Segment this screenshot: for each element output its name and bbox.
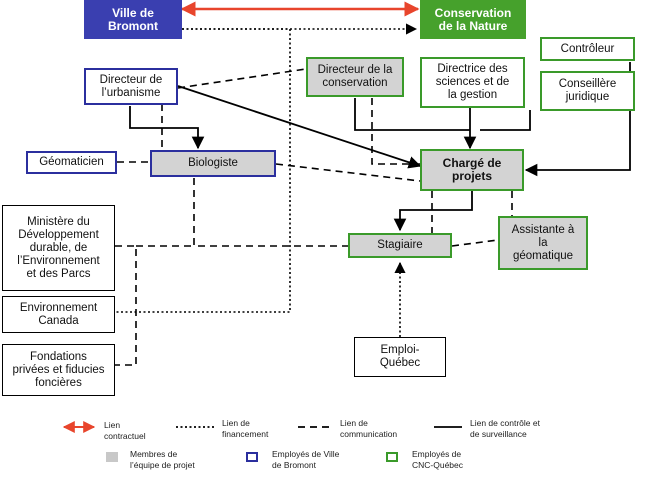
legend-swatch-ville <box>246 452 258 462</box>
node-ville-bromont: Ville de Bromont <box>84 0 182 39</box>
node-assistante-geomatique: Assistante à la géomatique <box>498 216 588 270</box>
node-conservation-nature: Conservation de la Nature <box>420 0 526 39</box>
node-directeur-urbanisme: Directeur de l’urbanisme <box>84 68 178 105</box>
node-conseillere-juridique: Conseillère juridique <box>540 71 635 111</box>
node-directrice-sciences: Directrice des sciences et de la gestion <box>420 57 525 108</box>
legend-swatch-membres <box>106 452 118 462</box>
node-stagiaire: Stagiaire <box>348 233 452 258</box>
legend-financement: Lien de financement <box>222 418 269 439</box>
control-links <box>129 62 631 232</box>
node-ministere: Ministère du Développement durable, de l… <box>2 205 115 291</box>
legend-membres: Membres de l’équipe de projet <box>130 449 195 470</box>
financing-links <box>115 23 418 337</box>
node-geomaticien: Géomaticien <box>26 151 117 174</box>
node-controleur: Contrôleur <box>540 37 635 61</box>
node-biologiste: Biologiste <box>150 150 276 177</box>
communication-links <box>115 68 513 366</box>
node-directeur-conservation: Directeur de la conservation <box>306 57 404 97</box>
legend-controle: Lien de contrôle et de surveillance <box>470 418 540 439</box>
legend-employes-ville: Employés de Ville de Bromont <box>272 449 340 470</box>
legend-swatch-cnc <box>386 452 398 462</box>
node-environnement-canada: Environnement Canada <box>2 296 115 333</box>
legend-communication: Lien de communication <box>340 418 398 439</box>
legend-employes-cnc: Employés de CNC-Québec <box>412 449 464 470</box>
node-fondations: Fondations privées et fiducies foncières <box>2 344 115 396</box>
node-charge-projets: Chargé de projets <box>420 149 524 191</box>
legend-contractuel: Lien contractuel <box>104 420 146 441</box>
node-emploi-quebec: Emploi- Québec <box>354 337 446 377</box>
